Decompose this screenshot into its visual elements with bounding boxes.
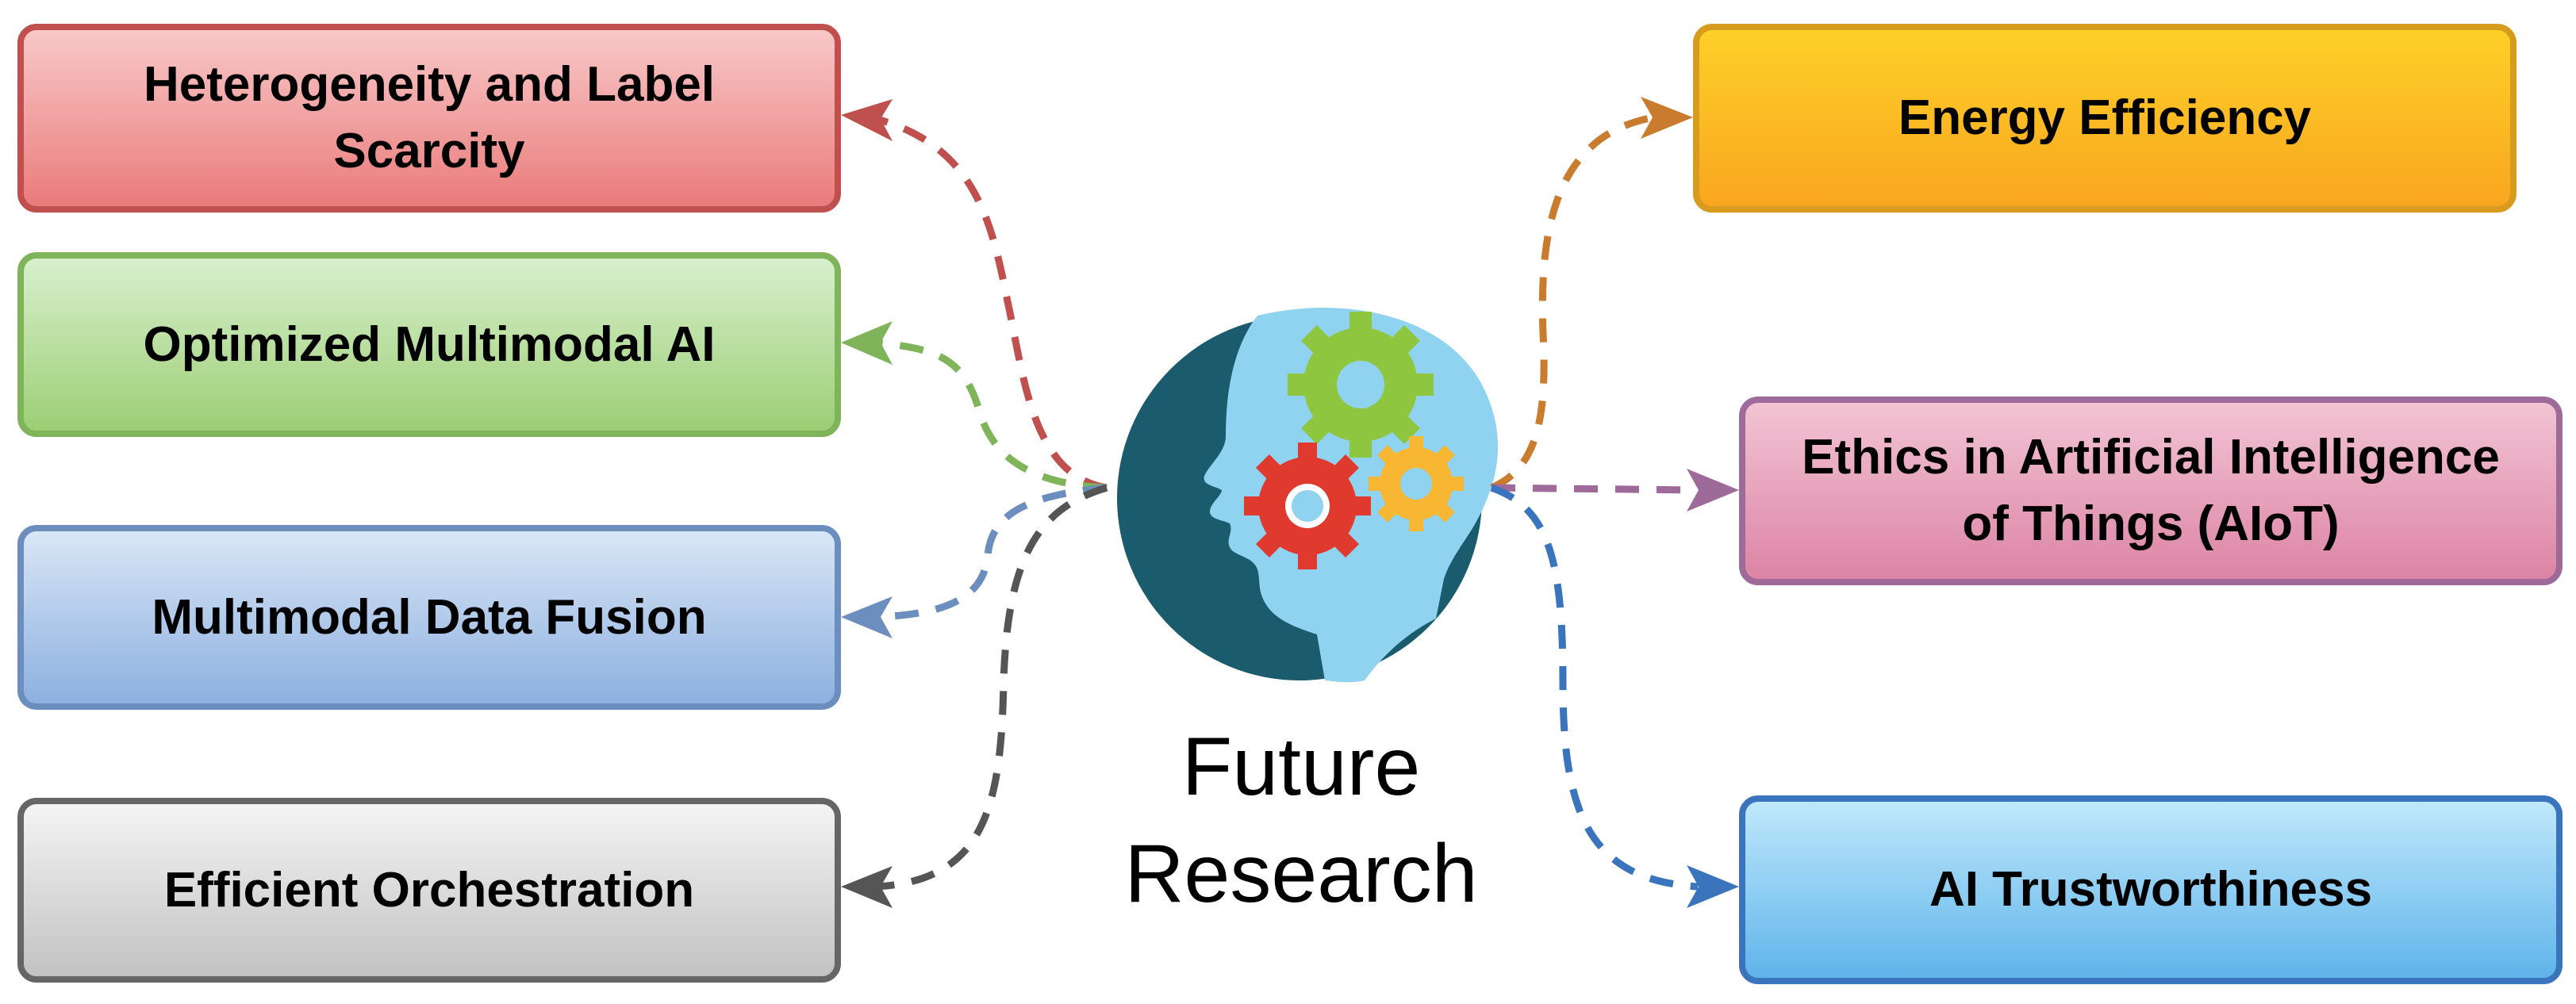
connector-trust: [1490, 484, 1699, 891]
arrowhead-trust: [1687, 865, 1739, 908]
arrowhead-ethics: [1687, 469, 1739, 512]
arrowhead-fusion: [841, 596, 893, 638]
box-multimodal-data-fusion: Multimodal Data Fusion: [17, 525, 841, 710]
arrowhead-optimized: [841, 321, 893, 365]
box-optimized-multimodal-ai: Optimized Multimodal AI: [17, 252, 841, 437]
connector-energy: [1490, 113, 1655, 492]
arrowheads: [841, 97, 1739, 908]
arrowhead-heterogeneity: [841, 99, 893, 141]
box-trust-label: AI Trustworthiness: [1929, 862, 2373, 918]
box-heterogeneity-label-scarcity: Heterogeneity and Label Scarcity: [17, 24, 841, 213]
connector-ethics: [1491, 484, 1699, 494]
box-energy-label: Energy Efficiency: [1898, 90, 2312, 146]
box-ai-trustworthiness: AI Trustworthiness: [1739, 795, 2563, 984]
box-ethics-line1: Ethics in Artificial Intelligence: [1802, 430, 2500, 485]
arrowhead-energy: [1641, 97, 1693, 139]
connector-orchestration: [876, 484, 1108, 891]
connector-heterogeneity: [875, 115, 1108, 492]
head-with-gears-icon: [1117, 308, 1499, 683]
box-efficient-orchestration: Efficient Orchestration: [17, 798, 841, 983]
box-heterogeneity-line2: Scarcity: [333, 124, 525, 178]
connector-fusion: [876, 484, 1108, 621]
box-ethics-aiot: Ethics in Artificial Intelligence of Thi…: [1739, 397, 2563, 585]
box-energy-efficiency: Energy Efficiency: [1693, 24, 2516, 213]
arrowhead-orchestration: [841, 866, 893, 908]
box-optimized-label: Optimized Multimodal AI: [143, 316, 716, 372]
center-label: Future Research: [1063, 714, 1539, 928]
box-orchestration-label: Efficient Orchestration: [163, 862, 695, 918]
box-fusion-label: Multimodal Data Fusion: [152, 589, 707, 645]
center-label-line2: Research: [1124, 828, 1478, 921]
connector-optimized: [876, 339, 1108, 492]
box-ethics-line2: of Things (AIoT): [1962, 496, 2340, 551]
center-label-line1: Future: [1181, 721, 1421, 813]
box-heterogeneity-line1: Heterogeneity and Label: [143, 57, 716, 113]
